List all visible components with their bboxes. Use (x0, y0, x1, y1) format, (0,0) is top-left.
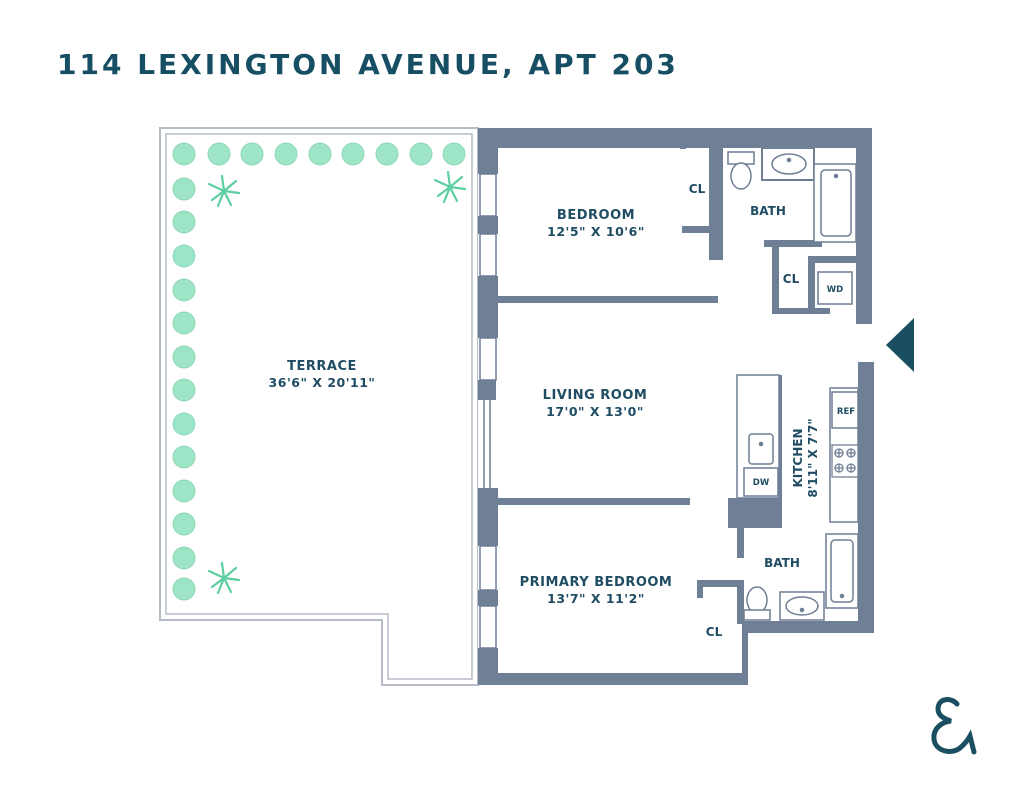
kitchen-counter (736, 374, 780, 499)
dw-label: DW (753, 478, 770, 488)
kitchen-name: KITCHEN (791, 428, 805, 487)
bathtub-icon (813, 163, 857, 243)
bathtub-icon (825, 533, 859, 609)
bath-top-name: BATH (750, 204, 786, 218)
bath-bottom-name: BATH (764, 556, 800, 570)
primary-bedroom-name: PRIMARY BEDROOM (520, 575, 673, 590)
closet-hall-label: CL (783, 272, 800, 286)
star-plant-icon (433, 170, 467, 204)
ampersand-logo-icon (931, 697, 977, 755)
sliding-door (483, 400, 491, 488)
terrace-name: TERRACE (287, 359, 357, 374)
wd-label: WD (827, 285, 843, 295)
living-room-name: LIVING ROOM (543, 388, 648, 403)
toilet-icon (727, 151, 755, 190)
terrace-dims: 36'6" X 20'11" (269, 375, 376, 390)
page-title: 114 LEXINGTON AVENUE, APT 203 (57, 48, 679, 81)
primary-bedroom-dims: 13'7" X 11'2" (547, 591, 645, 606)
entry-arrow-icon (886, 318, 914, 372)
washer-dryer: WD (817, 271, 853, 305)
windows (479, 173, 497, 649)
terrace (159, 127, 479, 686)
living-room-dims: 17'0" X 13'0" (546, 404, 644, 419)
closet-bedroom-label: CL (689, 182, 706, 196)
terrace-plants (172, 142, 466, 601)
kitchen-dims: 8'11" X 7'7" (806, 418, 820, 497)
star-plant-icon (207, 561, 241, 595)
star-plant-icon (207, 174, 241, 208)
stove-icon (831, 444, 859, 478)
bedroom-dims: 12'5" X 10'6" (547, 224, 645, 239)
ref-label: REF (837, 407, 855, 417)
bedroom-name: BEDROOM (557, 208, 635, 223)
sink-icon (779, 591, 825, 621)
closet-primary-label: CL (706, 625, 723, 639)
toilet-icon (743, 586, 771, 621)
sink-icon (771, 153, 807, 175)
